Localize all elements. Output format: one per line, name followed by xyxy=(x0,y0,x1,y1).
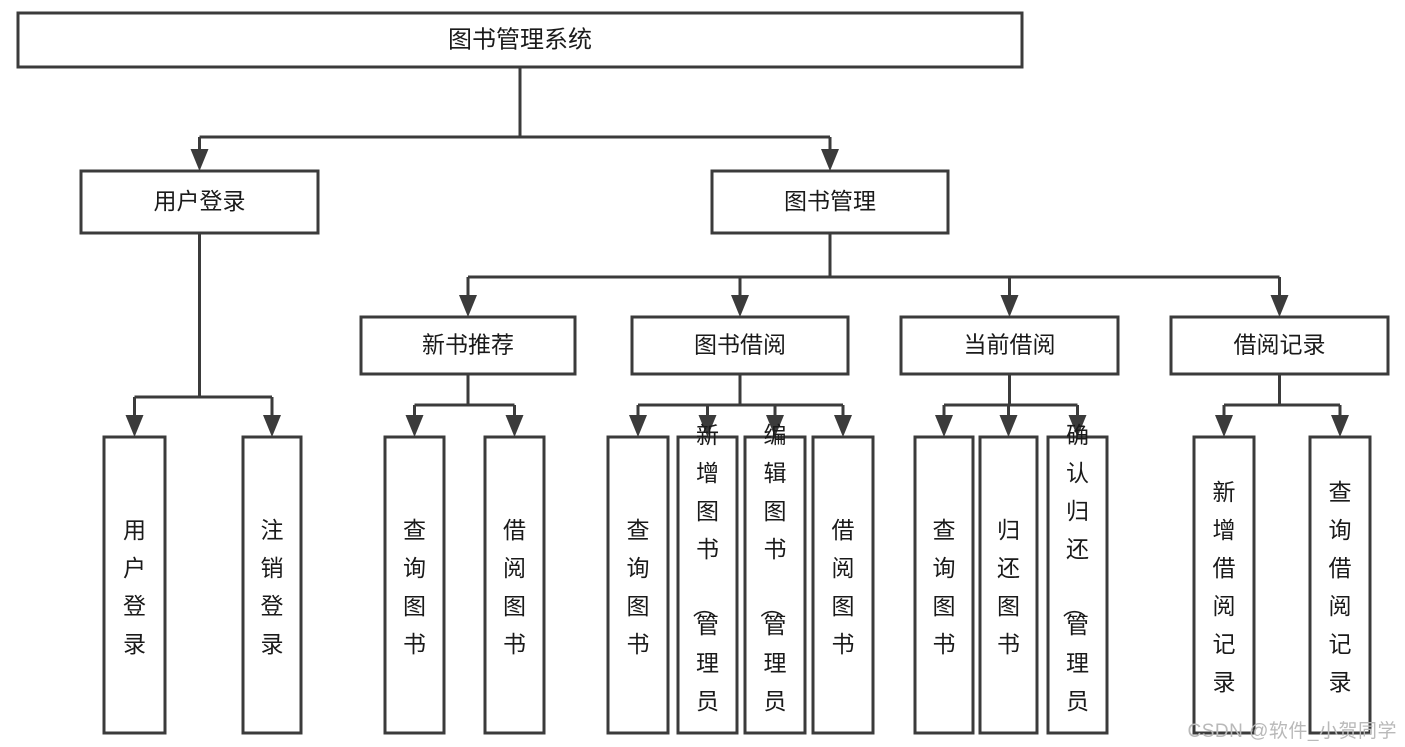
node-box-book-borrow[interactable] xyxy=(630,315,850,376)
node-label-current-borrow: 当前借阅 xyxy=(964,332,1056,358)
node-label-book-borrow: 图书借阅 xyxy=(694,332,786,358)
arrow-head-icon xyxy=(1331,415,1349,437)
node-book-borrow[interactable]: 图书借阅 xyxy=(630,315,850,376)
arrow-head-icon xyxy=(629,415,647,437)
connector-layer xyxy=(125,67,1349,437)
arrow-head-icon xyxy=(125,415,144,437)
node-label-leaf-query-book-3: 查询图书 xyxy=(933,517,956,657)
node-box-leaf-add-record[interactable] xyxy=(1192,435,1256,735)
arrow-head-icon xyxy=(1000,295,1019,317)
node-label-leaf-return-book: 归还图书 xyxy=(997,517,1020,657)
node-label-leaf-confirm-return: 确认归还（管理员） xyxy=(1061,422,1089,747)
node-label-leaf-add-book: 新增图书（管理员） xyxy=(691,422,719,747)
node-box-leaf-add-book[interactable] xyxy=(676,435,739,735)
node-leaf-query-book-1[interactable]: 查询图书 xyxy=(383,435,446,735)
node-leaf-add-book[interactable]: 新增图书（管理员） xyxy=(676,422,739,747)
node-box-book-manage[interactable] xyxy=(710,169,950,235)
node-leaf-return-book[interactable]: 归还图书 xyxy=(978,435,1039,735)
node-box-leaf-return-book[interactable] xyxy=(978,435,1039,735)
node-leaf-add-record[interactable]: 新增借阅记录 xyxy=(1192,435,1256,735)
node-box-new-book-recommend[interactable] xyxy=(359,315,577,376)
node-leaf-confirm-return[interactable]: 确认归还（管理员） xyxy=(1046,422,1109,747)
arrow-head-icon xyxy=(190,149,209,171)
arrow-head-icon xyxy=(766,415,784,437)
arrow-head-icon xyxy=(405,415,424,437)
node-leaf-borrow-book-2[interactable]: 借阅图书 xyxy=(811,435,875,735)
node-box-leaf-user-login[interactable] xyxy=(102,435,167,735)
arrow-head-icon xyxy=(459,295,477,317)
node-leaf-query-book-3[interactable]: 查询图书 xyxy=(913,435,975,735)
node-label-new-book-recommend: 新书推荐 xyxy=(422,332,514,358)
node-box-current-borrow[interactable] xyxy=(899,315,1120,376)
node-leaf-query-record[interactable]: 查询借阅记录 xyxy=(1308,435,1372,735)
node-book-manage[interactable]: 图书管理 xyxy=(710,169,950,235)
node-box-leaf-query-book-2[interactable] xyxy=(606,435,670,735)
node-new-book-recommend[interactable]: 新书推荐 xyxy=(359,315,577,376)
node-box-leaf-logout[interactable] xyxy=(241,435,303,735)
node-box-root[interactable] xyxy=(16,11,1024,69)
node-label-user-login: 用户登录 xyxy=(154,188,246,214)
arrow-head-icon xyxy=(263,415,281,437)
node-leaf-query-book-2[interactable]: 查询图书 xyxy=(606,435,670,735)
arrow-head-icon xyxy=(1215,415,1233,437)
node-leaf-user-login[interactable]: 用户登录 xyxy=(102,435,167,735)
node-leaf-edit-book[interactable]: 编辑图书（管理员） xyxy=(743,422,807,747)
node-current-borrow[interactable]: 当前借阅 xyxy=(899,315,1120,376)
node-box-leaf-query-record[interactable] xyxy=(1308,435,1372,735)
node-label-book-manage: 图书管理 xyxy=(784,188,876,214)
node-label-leaf-logout: 注销登录 xyxy=(261,517,284,657)
node-label-leaf-edit-book: 编辑图书（管理员） xyxy=(759,422,787,747)
node-label-root: 图书管理系统 xyxy=(448,26,592,53)
node-label-leaf-query-book-1: 查询图书 xyxy=(403,517,426,657)
node-box-leaf-query-book-1[interactable] xyxy=(383,435,446,735)
node-layer: 图书管理系统用户登录图书管理新书推荐图书借阅当前借阅借阅记录用户登录注销登录查询… xyxy=(16,11,1390,747)
node-root[interactable]: 图书管理系统 xyxy=(16,11,1024,69)
node-borrow-record[interactable]: 借阅记录 xyxy=(1169,315,1390,376)
arrow-head-icon xyxy=(999,415,1018,437)
arrow-head-icon xyxy=(821,149,839,171)
node-leaf-logout[interactable]: 注销登录 xyxy=(241,435,303,735)
node-label-leaf-borrow-book-1: 借阅图书 xyxy=(503,517,526,657)
node-user-login[interactable]: 用户登录 xyxy=(79,169,320,235)
arrow-head-icon xyxy=(698,415,717,437)
node-label-leaf-user-login: 用户登录 xyxy=(123,517,146,657)
node-box-leaf-borrow-book-2[interactable] xyxy=(811,435,875,735)
node-label-borrow-record: 借阅记录 xyxy=(1234,332,1326,358)
node-label-leaf-add-record: 新增借阅记录 xyxy=(1213,479,1236,695)
node-box-leaf-query-book-3[interactable] xyxy=(913,435,975,735)
arrow-head-icon xyxy=(1270,295,1289,317)
node-box-leaf-edit-book[interactable] xyxy=(743,435,807,735)
arrow-head-icon xyxy=(834,415,852,437)
arrow-head-icon xyxy=(505,415,524,437)
node-box-leaf-confirm-return[interactable] xyxy=(1046,435,1109,735)
node-box-user-login[interactable] xyxy=(79,169,320,235)
node-label-leaf-borrow-book-2: 借阅图书 xyxy=(832,517,855,657)
node-label-leaf-query-book-2: 查询图书 xyxy=(627,517,650,657)
node-label-leaf-query-record: 查询借阅记录 xyxy=(1329,479,1352,695)
node-box-borrow-record[interactable] xyxy=(1169,315,1390,376)
node-leaf-borrow-book-1[interactable]: 借阅图书 xyxy=(483,435,546,735)
arrow-head-icon xyxy=(1068,415,1087,437)
arrow-head-icon xyxy=(731,295,749,317)
node-box-leaf-borrow-book-1[interactable] xyxy=(483,435,546,735)
arrow-head-icon xyxy=(935,415,953,437)
